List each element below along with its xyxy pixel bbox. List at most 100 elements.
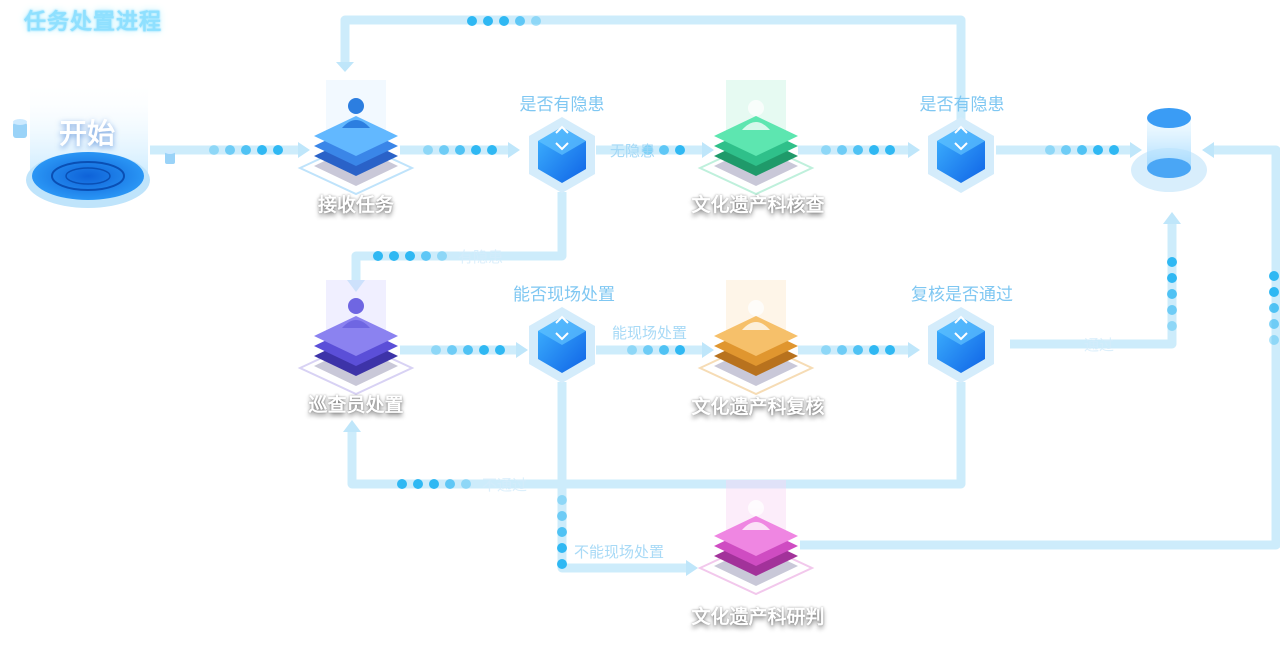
person-icon xyxy=(742,100,770,130)
flow-dot xyxy=(1077,145,1087,155)
decision-hex-onsite xyxy=(529,307,595,383)
flow-dot xyxy=(1167,289,1177,299)
flow-dot xyxy=(659,145,669,155)
flow-dot xyxy=(1167,257,1177,267)
flow-dot xyxy=(557,559,567,569)
edge-label-pass: 通过 xyxy=(1084,336,1115,354)
arrow-head xyxy=(347,280,365,292)
flow-dot xyxy=(431,345,441,355)
person-icon xyxy=(342,98,370,128)
node-receive-task xyxy=(297,80,415,196)
expand-icon xyxy=(954,315,968,341)
edge-label-not-pass: 不通过 xyxy=(482,476,528,494)
flow-dot xyxy=(1269,287,1279,297)
flow-dot xyxy=(1167,321,1177,331)
expand-icon xyxy=(954,125,968,151)
expand-icon xyxy=(555,315,569,341)
flow-dot xyxy=(487,145,497,155)
flow-dot xyxy=(225,145,235,155)
arrow-head xyxy=(516,342,528,358)
flow-dot xyxy=(499,16,509,26)
decision-hex-hazard-2 xyxy=(928,117,994,193)
arrow-head xyxy=(702,142,714,158)
flow-dot xyxy=(273,145,283,155)
flow-dot xyxy=(209,145,219,155)
flow-dot xyxy=(557,543,567,553)
edge-hazard1-patrol xyxy=(351,192,567,282)
flow-dot xyxy=(423,145,433,155)
flow-dot xyxy=(461,479,471,489)
decision-label-hazard-2: 是否有隐患 xyxy=(919,95,1005,115)
start-node xyxy=(13,80,175,208)
flow-dot xyxy=(675,145,685,155)
arrow-head xyxy=(298,142,310,158)
flow-dot xyxy=(471,145,481,155)
node-label-receive: 接收任务 xyxy=(317,194,395,216)
flow-dot xyxy=(853,145,863,155)
flow-dot xyxy=(437,251,447,261)
arrow-head xyxy=(702,342,714,358)
flow-dot xyxy=(885,145,895,155)
flow-dot xyxy=(1269,271,1279,281)
flow-dot xyxy=(1167,273,1177,283)
flow-dot xyxy=(557,495,567,505)
flow-dot xyxy=(675,345,685,355)
arrow-head xyxy=(508,142,520,158)
node-label-cultural-check: 文化遗产科核查 xyxy=(691,194,825,216)
flow-dot xyxy=(869,145,879,155)
flow-dot xyxy=(421,251,431,261)
node-label-patrol: 巡查员处置 xyxy=(308,394,404,416)
person-icon xyxy=(742,500,770,530)
flow-dot xyxy=(257,145,267,155)
flow-dot xyxy=(643,145,653,155)
person-icon xyxy=(342,298,370,328)
node-cultural-judge xyxy=(697,480,815,596)
flow-dot xyxy=(445,479,455,489)
edge-pass-end xyxy=(1010,222,1177,349)
flow-dot xyxy=(447,345,457,355)
flow-dot xyxy=(1269,335,1279,345)
flow-dot xyxy=(389,251,399,261)
flow-dot xyxy=(1269,319,1279,329)
edge-label-no-hazard: 无隐患 xyxy=(610,142,656,160)
flow-dot xyxy=(821,145,831,155)
person-icon xyxy=(742,300,770,330)
decision-label-onsite: 能否现场处置 xyxy=(513,285,615,305)
arrow-head xyxy=(908,342,920,358)
decision-hex-review-pass xyxy=(928,307,994,383)
flow-dot xyxy=(405,251,415,261)
flow-dot xyxy=(467,16,477,26)
edge-label-cannot-onsite: 不能现场处置 xyxy=(574,543,665,561)
end-cylinder-bottom xyxy=(1147,158,1191,178)
flow-dots xyxy=(209,16,1279,569)
flow-dot xyxy=(429,479,439,489)
flow-dot xyxy=(659,345,669,355)
edge-judge-end xyxy=(800,145,1280,550)
flow-dot xyxy=(1093,145,1103,155)
flow-dot xyxy=(1167,305,1177,315)
node-patrol xyxy=(297,280,415,396)
flow-dot xyxy=(885,345,895,355)
flow-dot xyxy=(413,479,423,489)
flow-dot xyxy=(531,16,541,26)
decision-label-hazard-1: 是否有隐患 xyxy=(519,95,605,115)
flow-dot xyxy=(397,479,407,489)
page-title: 任务处置进程 xyxy=(24,10,163,35)
arrow-head xyxy=(343,420,361,432)
cylinder-icon xyxy=(13,119,175,164)
flow-dot xyxy=(869,345,879,355)
arrow-head xyxy=(336,62,354,72)
start-pad-ring-inner xyxy=(65,167,111,185)
end-node xyxy=(1131,108,1207,192)
flow-dot xyxy=(1269,303,1279,313)
flow-dot xyxy=(821,345,831,355)
flow-dot xyxy=(373,251,383,261)
arrow-heads xyxy=(298,62,1214,576)
flow-dot xyxy=(1045,145,1055,155)
edge-notpass-patrol xyxy=(347,382,966,489)
flow-lines xyxy=(150,15,1280,573)
node-cultural-check xyxy=(697,80,815,196)
arrow-head xyxy=(1202,142,1214,158)
flow-dot xyxy=(627,345,637,355)
